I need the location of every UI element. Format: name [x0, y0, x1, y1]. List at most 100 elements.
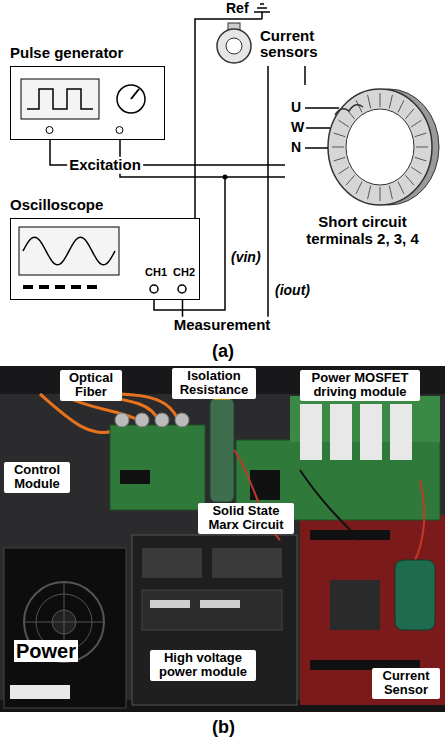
callout-label: High voltage power module [150, 650, 256, 681]
motor-stator-drawing [334, 157, 346, 161]
control-board [115, 413, 129, 427]
oscilloscope-drawing [71, 285, 81, 289]
pulse-generator-drawing [116, 127, 123, 134]
oscilloscope-drawing [11, 219, 198, 298]
motor-stator-drawing [380, 93, 381, 107]
motor-stator-drawing [416, 147, 428, 148]
wire-connector [304, 66, 306, 85]
microcontroller-board [300, 515, 445, 705]
panel-label: (b) [210, 718, 237, 738]
terminal-label: W [289, 120, 306, 135]
photo-background [0, 366, 445, 712]
oscilloscope-drawing [39, 285, 49, 289]
oscilloscope-drawing [87, 285, 97, 289]
edge-label: Excitation [67, 157, 143, 174]
terminal-label: N [289, 140, 303, 155]
marx-circuit-board [330, 404, 352, 460]
motor-stator-drawing [334, 133, 346, 137]
power-supply [4, 548, 126, 708]
stator-node: Short circuit terminals 2, 3, 4 [285, 85, 440, 248]
callout-label: Power MOSFET driving module [300, 370, 420, 401]
motor-stator-drawing [335, 105, 363, 115]
isolation-resistor [210, 398, 234, 502]
oscilloscope-drawing [55, 285, 65, 289]
microcontroller-board [300, 515, 445, 705]
motor-stator-drawing [356, 182, 362, 194]
junction-dot [223, 175, 228, 180]
callout-label: Current Sensor [372, 668, 440, 699]
pulse-generator-drawing [117, 85, 145, 113]
motor-stator-drawing [332, 147, 344, 148]
photo-background [0, 366, 445, 712]
pulse-generator-drawing [131, 89, 139, 99]
control-board [110, 413, 205, 510]
pulse-generator-drawing [46, 127, 53, 134]
cable [300, 470, 360, 540]
high-voltage-module [142, 590, 282, 630]
ground-symbol [260, 3, 264, 5]
current-sensor-probe [395, 560, 435, 630]
pulse-generator-drawing [11, 67, 163, 138]
current-sensor-symbol [217, 29, 251, 63]
pulse-generator-drawing [21, 79, 99, 119]
marx-circuit-board [236, 396, 440, 520]
motor-stator-drawing [411, 120, 421, 127]
edge-label: Measurement [172, 317, 273, 334]
motor-stator-drawing [338, 120, 348, 127]
motor-stator-drawing [368, 95, 371, 109]
photo-background [0, 366, 445, 394]
motor-stator-drawing [305, 127, 330, 129]
sensor-node: Current sensors [212, 22, 326, 66]
motor-stator-drawing [405, 175, 413, 185]
high-voltage-module [150, 600, 190, 608]
power-supply [4, 548, 126, 708]
sensor-name: Current sensors [260, 28, 326, 61]
terminal-note: Short circuit terminals 2, 3, 4 [285, 213, 440, 248]
instrument-box: Pulse generator [10, 66, 165, 140]
oscilloscope-drawing [23, 237, 115, 265]
cable [234, 450, 424, 560]
control-board [110, 425, 205, 510]
isolation-resistor [210, 392, 234, 502]
signal-label: (vin) [229, 250, 263, 265]
instrument-box: Oscilloscope [10, 218, 200, 300]
signal-label: (iout) [273, 283, 312, 298]
power-supply [64, 582, 65, 662]
marx-circuit-board [300, 404, 322, 460]
wire-connector [50, 140, 285, 165]
panel-label: (a) [210, 342, 236, 362]
motor-stator-drawing [346, 109, 414, 185]
motor-stator-drawing [285, 85, 440, 210]
junction-dot [223, 175, 228, 180]
oscilloscope-drawing [23, 285, 33, 289]
current-sensor-symbol [212, 22, 256, 66]
oscilloscope-drawing [19, 227, 119, 275]
current-sensor-symbol [226, 38, 242, 54]
ground-symbol [254, 4, 270, 19]
oscilloscope-drawing [150, 285, 158, 293]
motor-stator-drawing [338, 167, 348, 174]
motor-stator-drawing [415, 157, 427, 161]
power-supply [10, 685, 70, 699]
instrument-name: Pulse generator [10, 44, 123, 61]
marx-circuit-board [390, 404, 412, 460]
marx-circuit-board [360, 404, 382, 460]
callout-label: Isolation Resistance [172, 368, 256, 399]
motor-stator-drawing [305, 147, 328, 149]
motor-stator-drawing [405, 109, 413, 119]
power-supply [24, 582, 104, 662]
motor-stator-drawing [411, 167, 421, 174]
high-voltage-module [132, 535, 297, 705]
microcontroller-board [310, 660, 420, 670]
motor-stator-drawing [389, 95, 392, 109]
ground-symbol [261, 12, 263, 19]
callout-label: Power [14, 640, 78, 662]
motor-stator-drawing [368, 186, 371, 200]
microcontroller-board [310, 530, 390, 540]
pulse-generator-drawing [27, 89, 93, 109]
motor-stator-drawing [305, 107, 339, 109]
motor-stator-drawing [346, 175, 354, 185]
control-board [135, 413, 149, 427]
reference-label: Ref [224, 1, 251, 16]
